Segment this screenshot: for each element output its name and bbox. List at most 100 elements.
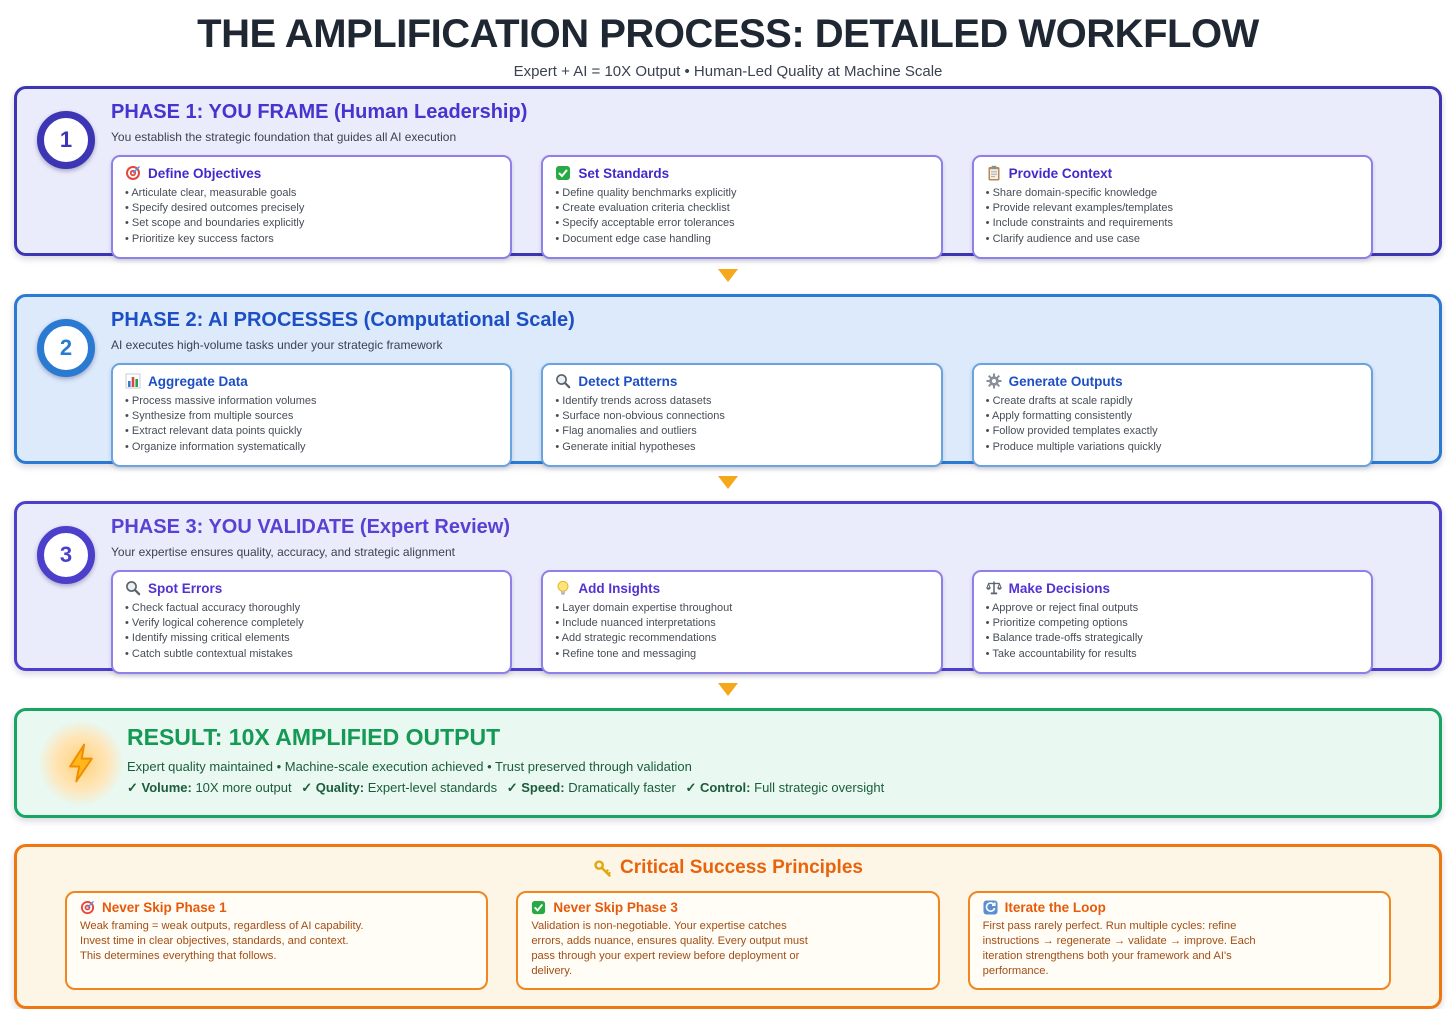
flow-arrow-row (0, 256, 1456, 294)
principle-card-iterate-the-loop: Iterate the Loop First pass rarely perfe… (967, 891, 1391, 991)
phase-3-cards: Spot Errors Check factual accuracy thoro… (111, 570, 1373, 674)
bullet-item: Surface non-obvious connections (555, 409, 928, 424)
principle-card-body: First pass rarely perfect. Run multiple … (982, 920, 1256, 978)
principle-card-title: Never Skip Phase 3 (531, 900, 924, 915)
result-summary: Expert quality maintained • Machine-scal… (127, 759, 692, 774)
card-title: Define Objectives (125, 165, 498, 181)
lightbulb-icon (555, 580, 571, 596)
bullet-item: Add strategic recommendations (555, 631, 928, 646)
phase-2-cards: Aggregate Data Process massive informati… (111, 363, 1373, 467)
card-title: Spot Errors (125, 580, 498, 596)
bullet-item: Organize information systematically (125, 440, 498, 455)
page-subtitle: Expert + AI = 10X Output • Human-Led Qua… (513, 63, 943, 80)
bullet-item: Include nuanced interpretations (555, 616, 928, 631)
bullet-item: Include constraints and requirements (986, 216, 1359, 231)
bullet-item: Layer domain expertise throughout (555, 601, 928, 616)
principles-title: Critical Success Principles (620, 857, 863, 878)
key-icon (593, 859, 612, 878)
bullet-item: Synthesize from multiple sources (125, 409, 498, 424)
card-generate-outputs: Generate Outputs Create drafts at scale … (971, 363, 1373, 467)
bullet-item: Provide relevant examples/templates (986, 201, 1359, 216)
card-detect-patterns: Detect Patterns Identify trends across d… (541, 363, 943, 467)
bullet-item: Prioritize competing options (986, 616, 1359, 631)
scales-icon (985, 580, 1002, 596)
bullet-item: Clarify audience and use case (986, 232, 1359, 247)
card-title: Make Decisions (985, 580, 1359, 596)
bullet-item: Specify acceptable error tolerances (555, 216, 928, 231)
flow-arrow-row (0, 464, 1456, 501)
phase-3-panel: 3 PHASE 3: YOU VALIDATE (Expert Review) … (14, 501, 1442, 674)
card-make-decisions: Make Decisions Approve or reject final o… (971, 570, 1373, 674)
bullet-item: Set scope and boundaries explicitly (125, 216, 498, 231)
bullet-item: Document edge case handling (555, 232, 928, 247)
phase-2-subtitle: AI executes high-volume tasks under your… (111, 338, 443, 352)
card-title: Set Standards (555, 165, 928, 181)
card-spot-errors: Spot Errors Check factual accuracy thoro… (111, 570, 513, 674)
phase-1-cards: Define Objectives Articulate clear, meas… (111, 155, 1373, 259)
card-title: Aggregate Data (125, 373, 498, 389)
principle-card-body: Weak framing = weak outputs, regardless … (80, 920, 364, 963)
card-title: Provide Context (986, 165, 1359, 181)
phase-1-subtitle: You establish the strategic foundation t… (111, 130, 457, 144)
phase-2-title: PHASE 2: AI PROCESSES (Computational Sca… (111, 309, 575, 331)
bullet-item: Identify trends across datasets (555, 394, 928, 409)
lightning-glow (39, 721, 123, 805)
magnifier-icon (555, 373, 571, 389)
phase-3-title: PHASE 3: YOU VALIDATE (Expert Review) (111, 516, 510, 538)
phase-1-panel: 1 PHASE 1: YOU FRAME (Human Leadership) … (14, 86, 1442, 259)
result-panel: RESULT: 10X AMPLIFIED OUTPUT Expert qual… (14, 708, 1442, 818)
bar-chart-icon (125, 373, 141, 389)
result-title: RESULT: 10X AMPLIFIED OUTPUT (127, 724, 501, 750)
principle-card-never-skip-phase-1: Never Skip Phase 1 Weak framing = weak o… (65, 891, 489, 991)
phase-3-subtitle: Your expertise ensures quality, accuracy… (111, 545, 455, 559)
principles-header: Critical Success Principles (65, 857, 1391, 879)
card-define-objectives: Define Objectives Articulate clear, meas… (111, 155, 513, 259)
bullet-item: Produce multiple variations quickly (986, 440, 1359, 455)
bullet-item: Create drafts at scale rapidly (986, 394, 1359, 409)
metric-quality: ✓ Quality: Expert-level standards (301, 780, 498, 795)
principles-cards: Never Skip Phase 1 Weak framing = weak o… (65, 891, 1391, 991)
card-title: Generate Outputs (986, 373, 1359, 389)
metric-control: ✓ Control: Full strategic oversight (685, 780, 885, 795)
bullet-item: Define quality benchmarks explicitly (555, 186, 928, 201)
principle-card-title: Never Skip Phase 1 (80, 900, 473, 915)
principles-panel: Critical Success Principles Never Skip P… (14, 844, 1442, 1009)
card-add-insights: Add Insights Layer domain expertise thro… (541, 570, 943, 674)
target-icon (80, 900, 95, 915)
card-title: Add Insights (555, 580, 928, 596)
bullet-item: Process massive information volumes (125, 394, 498, 409)
principle-card-never-skip-phase-3: Never Skip Phase 3 Validation is non-neg… (516, 891, 940, 991)
down-arrow-icon (718, 268, 738, 282)
bullet-item: Articulate clear, measurable goals (125, 186, 498, 201)
phase-2-panel: 2 PHASE 2: AI PROCESSES (Computational S… (14, 294, 1442, 467)
bullet-item: Extract relevant data points quickly (125, 424, 498, 439)
phase-3-number-badge: 3 (37, 526, 95, 584)
card-provide-context: Provide Context Share domain-specific kn… (971, 155, 1373, 259)
bullet-item: Balance trade-offs strategically (986, 631, 1359, 646)
principle-card-body: Validation is non-negotiable. Your exper… (531, 920, 808, 978)
bullet-item: Prioritize key success factors (125, 232, 498, 247)
bullet-item: Create evaluation criteria checklist (555, 201, 928, 216)
bullet-item: Generate initial hypotheses (555, 440, 928, 455)
bullet-item: Share domain-specific knowledge (986, 186, 1359, 201)
clipboard-icon (986, 165, 1002, 181)
card-aggregate-data: Aggregate Data Process massive informati… (111, 363, 513, 467)
phase-2-number-badge: 2 (37, 319, 95, 377)
down-arrow-icon (718, 683, 738, 696)
bullet-item: Catch subtle contextual mistakes (125, 647, 498, 662)
page-title: THE AMPLIFICATION PROCESS: DETAILED WORK… (197, 12, 1259, 56)
gear-icon (986, 373, 1002, 389)
bullet-item: Take accountability for results (986, 647, 1359, 662)
bullet-item: Approve or reject final outputs (986, 601, 1359, 616)
card-title: Detect Patterns (555, 373, 928, 389)
check-icon (555, 165, 571, 181)
down-arrow-icon (718, 476, 738, 489)
result-metrics: ✓ Volume: 10X more output ✓ Quality: Exp… (127, 780, 1419, 796)
bullet-item: Specify desired outcomes precisely (125, 201, 498, 216)
page-header: THE AMPLIFICATION PROCESS: DETAILED WORK… (0, 0, 1456, 80)
principle-card-title: Iterate the Loop (983, 900, 1376, 915)
phase-1-number-badge: 1 (37, 111, 95, 169)
bullet-item: Verify logical coherence completely (125, 616, 498, 631)
phase-1-title: PHASE 1: YOU FRAME (Human Leadership) (111, 101, 528, 123)
card-set-standards: Set Standards Define quality benchmarks … (541, 155, 943, 259)
